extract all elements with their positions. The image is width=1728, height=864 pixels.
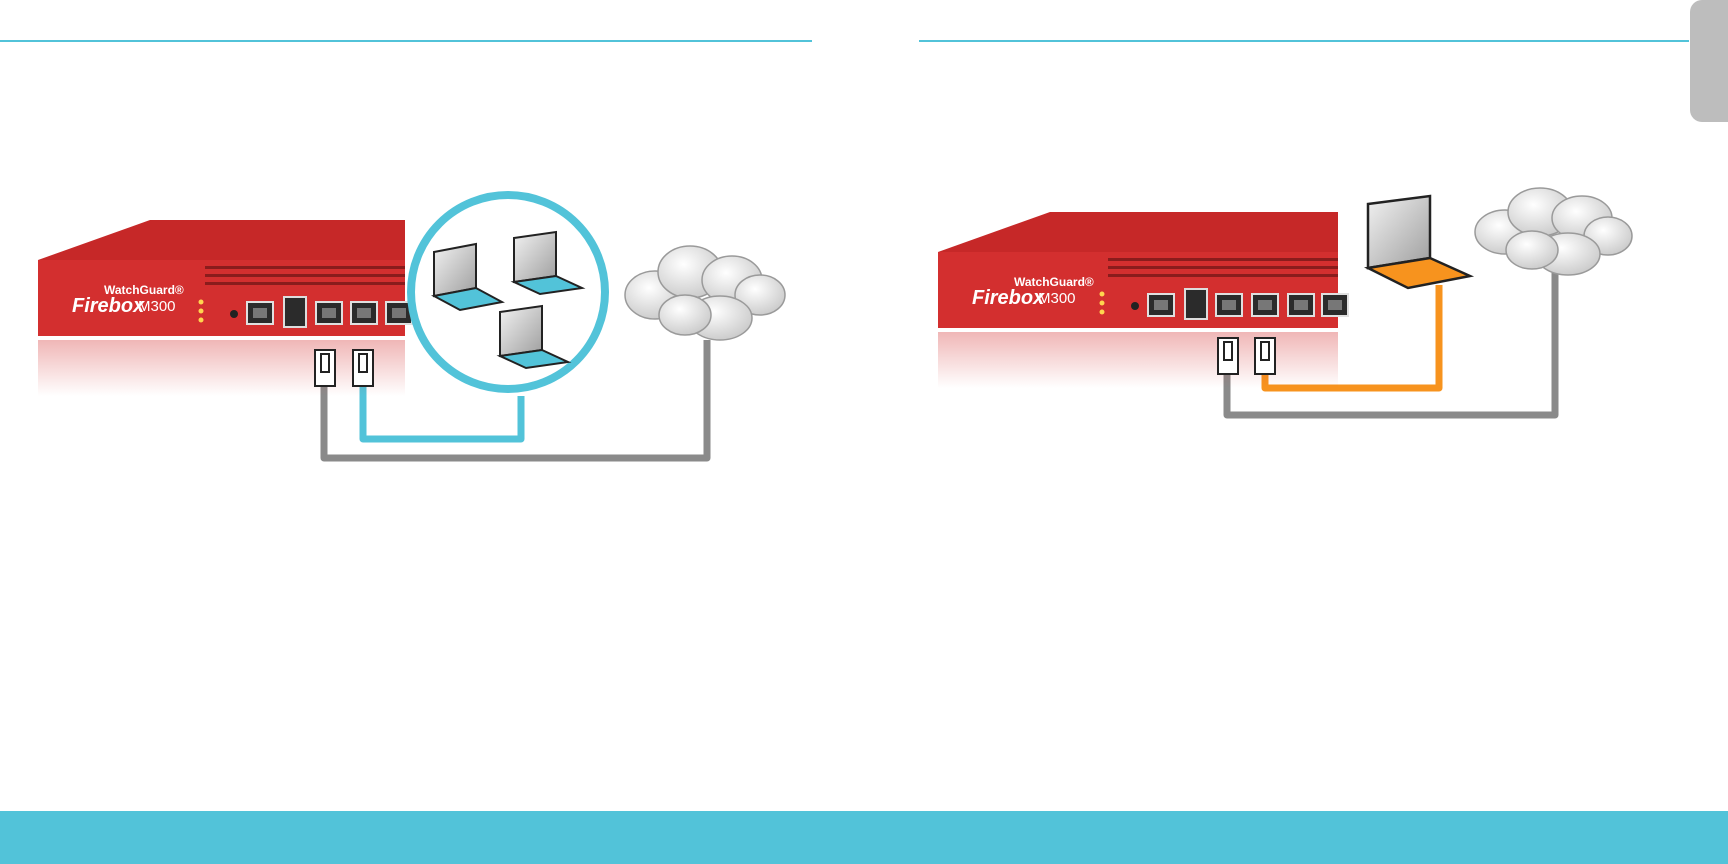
left-product-label: Firebox: [72, 295, 145, 317]
left-model-label: M300: [138, 298, 176, 315]
right-cloud-icon: [1475, 188, 1632, 275]
right-wan-plug-icon: [1218, 338, 1238, 374]
right-model-label: M300: [1038, 290, 1076, 307]
right-firebox-appliance: WatchGuard® Firebox M300: [938, 212, 1348, 388]
right-diagram: WatchGuard® Firebox M300: [938, 188, 1632, 415]
right-product-label: Firebox: [972, 287, 1045, 309]
left-cloud-icon: [625, 246, 785, 340]
right-lan-plug-icon: [1255, 338, 1275, 374]
laptop-icon: [1368, 196, 1470, 288]
footer-bar: [0, 811, 1728, 864]
left-wan-plug-icon: [315, 350, 335, 386]
left-lan-plug-icon: [353, 350, 373, 386]
left-diagram: WatchGuard® Firebox M300: [38, 195, 785, 458]
